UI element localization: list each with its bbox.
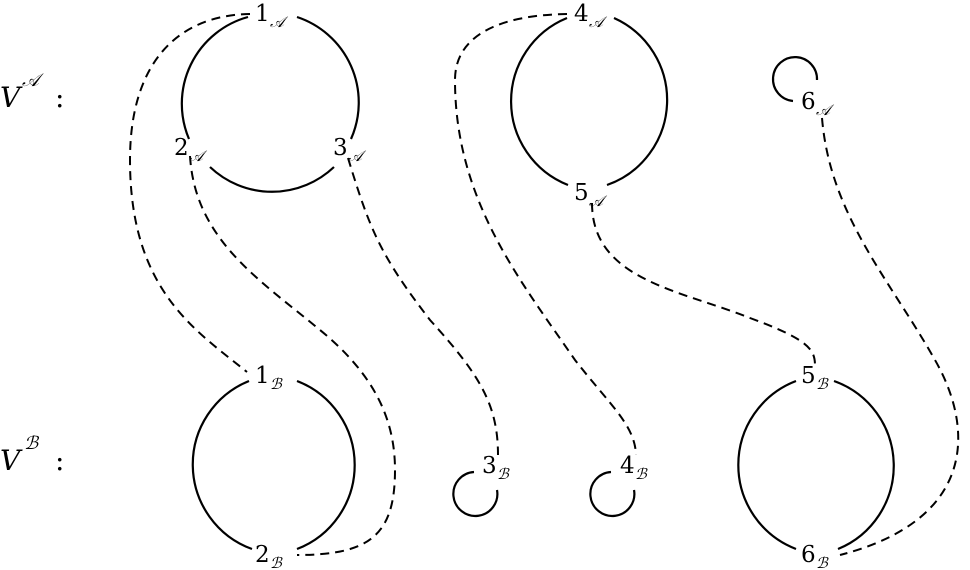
row-label-va-symbol: V — [0, 81, 23, 114]
arc-a2-a1 — [180, 15, 249, 140]
node-a5: 5 𝒜 — [574, 180, 608, 210]
node-b5: 5 ℬ — [801, 363, 829, 393]
node-a6: 6 𝒜 — [801, 89, 835, 119]
node-a5-num: 5 — [574, 180, 589, 206]
node-a3-sub: 𝒜 — [348, 147, 367, 165]
node-b6-sub: ℬ — [816, 554, 829, 570]
node-a2-sub: 𝒜 — [189, 147, 208, 165]
arc-a1-a3 — [296, 15, 360, 140]
node-a1-sub: 𝒜 — [270, 13, 289, 31]
row-label-vb: V ℬ : — [0, 433, 64, 477]
node-a2: 2 𝒜 — [174, 135, 208, 165]
node-b6-num: 6 — [801, 542, 816, 568]
node-a1: 1 𝒜 — [255, 1, 289, 31]
node-b5-num: 5 — [801, 363, 816, 389]
arc-b6-b5 — [737, 379, 797, 551]
cycle-a-1-2-3 — [180, 15, 360, 193]
node-b2-num: 2 — [255, 542, 270, 568]
row-label-vb-symbol: V — [0, 444, 23, 477]
node-b2-sub: ℬ — [270, 554, 283, 570]
arc-a4-a5 — [606, 16, 669, 187]
node-b1-num: 1 — [255, 363, 270, 389]
node-b2: 2 ℬ — [255, 542, 283, 570]
row-label-vb-colon: : — [55, 444, 64, 477]
edge-a4-b4 — [453, 13, 637, 456]
arc-a3-a2 — [209, 166, 335, 193]
edge-a6-b6 — [821, 117, 960, 556]
node-b4-num: 4 — [620, 453, 635, 479]
arc-b5-b6 — [833, 379, 895, 551]
cycle-b-3 — [452, 470, 499, 518]
node-b3-sub: ℬ — [497, 465, 510, 483]
node-b4: 4 ℬ — [620, 453, 648, 483]
node-b3: 3 ℬ — [482, 453, 510, 483]
node-a1-num: 1 — [255, 1, 270, 27]
row-label-va-superscript: 𝒜 — [22, 70, 44, 91]
matching-edges — [128, 13, 960, 556]
node-a3-num: 3 — [333, 135, 348, 161]
node-b4-sub: ℬ — [635, 465, 648, 483]
cycle-a-6 — [771, 56, 819, 103]
node-a3: 3 𝒜 — [333, 135, 367, 165]
loop-a6 — [771, 56, 819, 103]
loop-b4 — [589, 470, 636, 518]
node-b5-sub: ℬ — [816, 375, 829, 393]
node-a6-sub: 𝒜 — [816, 101, 835, 119]
node-b6: 6 ℬ — [801, 542, 829, 570]
row-label-vb-superscript: ℬ — [24, 433, 40, 454]
edge-a5-b5 — [591, 202, 816, 367]
cycle-a-4-5 — [509, 16, 669, 187]
node-a4: 4 𝒜 — [574, 1, 608, 31]
arc-b2-b1 — [191, 379, 253, 551]
node-b1: 1 ℬ — [255, 363, 283, 393]
node-b3-num: 3 — [482, 453, 497, 479]
node-a4-num: 4 — [574, 1, 589, 27]
node-a2-num: 2 — [174, 135, 189, 161]
cycle-b-1-2 — [191, 379, 356, 551]
row-label-va-colon: : — [55, 81, 64, 114]
row-label-va: V 𝒜 : — [0, 70, 64, 114]
node-a6-num: 6 — [801, 89, 816, 115]
loop-b3 — [452, 470, 499, 518]
node-a5-sub: 𝒜 — [589, 192, 608, 210]
arc-a5-a4 — [509, 16, 569, 187]
arc-b1-b2 — [296, 379, 356, 551]
node-a4-sub: 𝒜 — [589, 13, 608, 31]
edge-a1-b1 — [128, 13, 251, 373]
node-b1-sub: ℬ — [270, 375, 283, 393]
edge-a2-b2 — [189, 155, 397, 556]
cycle-b-4 — [589, 470, 636, 518]
edge-a3-b3 — [347, 157, 499, 456]
cycle-b-5-6 — [737, 379, 895, 551]
